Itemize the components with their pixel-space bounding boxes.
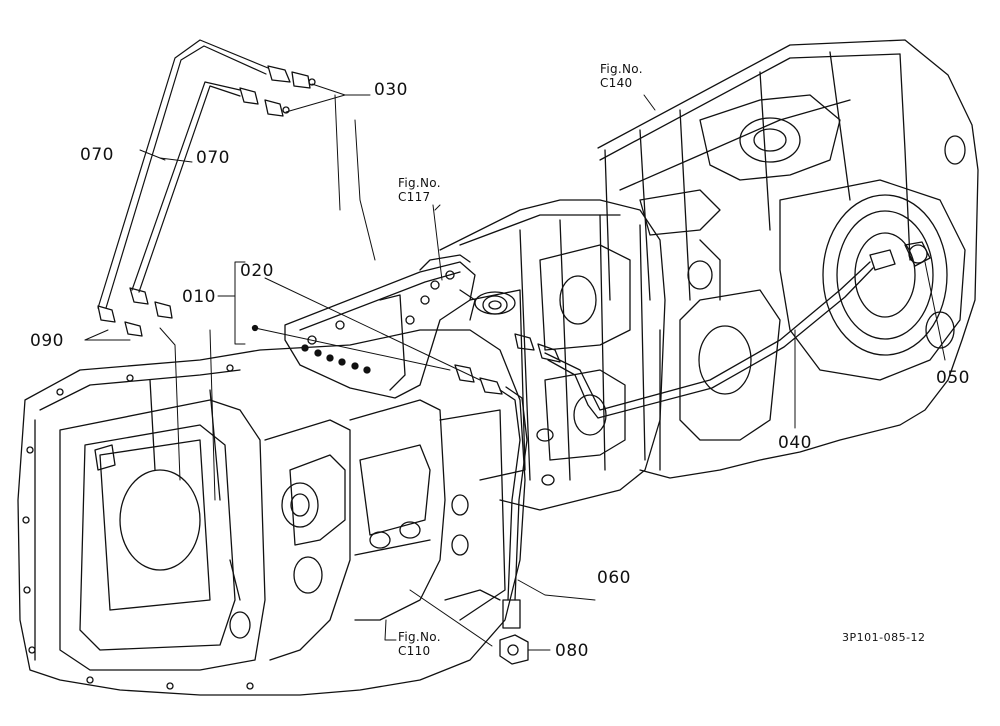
figure-ref-c140-line1: Fig.No. bbox=[600, 62, 643, 76]
control-valve-assembly bbox=[284, 254, 516, 399]
label-part-090: 090 bbox=[30, 331, 64, 351]
label-part-020: 020 bbox=[240, 261, 274, 281]
fittings bbox=[97, 65, 931, 665]
figure-ref-c117-line1: Fig.No. bbox=[398, 176, 441, 190]
pipe-040 bbox=[544, 261, 874, 419]
rear-housing-c140 bbox=[597, 39, 979, 479]
label-part-080: 080 bbox=[555, 641, 589, 661]
label-part-030: 030 bbox=[374, 80, 408, 100]
figure-ref-c140-line2: C140 bbox=[600, 76, 633, 90]
label-part-010: 010 bbox=[182, 287, 216, 307]
figure-ref-c110: Fig.No. C110 bbox=[398, 630, 441, 658]
label-part-070-left: 070 bbox=[80, 145, 114, 165]
middle-case-c117 bbox=[439, 199, 666, 511]
figure-ref-c117-line2: C117 bbox=[398, 190, 431, 204]
front-housing-c110 bbox=[17, 329, 526, 696]
leader-lines bbox=[84, 83, 946, 651]
drawing-code: 3P101-085-12 bbox=[842, 631, 926, 644]
figure-ref-c110-line1: Fig.No. bbox=[398, 630, 441, 644]
pipe-070-pair bbox=[97, 39, 269, 309]
figure-ref-c117: Fig.No. C117 bbox=[398, 176, 441, 204]
label-part-070-right: 070 bbox=[196, 148, 230, 168]
figure-ref-c110-line2: C110 bbox=[398, 644, 431, 658]
label-part-050: 050 bbox=[936, 368, 970, 388]
figure-ref-c140: Fig.No. C140 bbox=[600, 62, 643, 90]
label-part-040: 040 bbox=[778, 433, 812, 453]
pipe-060 bbox=[499, 386, 528, 601]
label-part-060: 060 bbox=[597, 568, 631, 588]
